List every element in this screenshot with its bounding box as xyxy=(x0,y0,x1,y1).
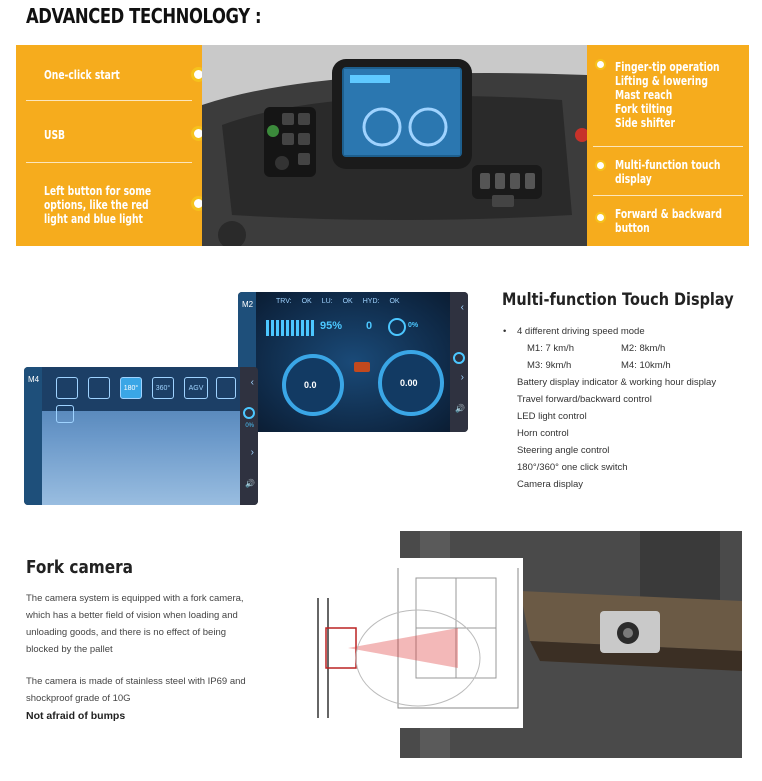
label-one-click-start: One-click start xyxy=(44,68,120,82)
left-mode-bar xyxy=(24,367,42,505)
callout-dot xyxy=(595,59,606,70)
label-fwd-back-1: Forward & backward xyxy=(615,207,722,221)
speed-row: M3: 9km/h M4: 10km/h xyxy=(503,357,753,374)
status-hyd-ok: OK xyxy=(389,298,400,305)
feature-list: 4 different driving speed mode M1: 7 km/… xyxy=(503,323,753,493)
paragraph-line: shockproof grade of 10G xyxy=(26,693,131,704)
status-trv-ok: OK xyxy=(301,298,312,305)
label-usb: USB xyxy=(44,128,66,142)
mode-indicator: M4 xyxy=(28,375,40,384)
control-panel-illustration xyxy=(202,45,587,246)
chevron-left-icon[interactable]: ‹ xyxy=(460,302,464,313)
paragraph-line: The camera is made of stainless steel wi… xyxy=(26,676,246,687)
status-lu-ok: OK xyxy=(342,298,353,305)
camera-screen-area: 180° 360° AGV xyxy=(42,367,240,505)
status-lu: LU: xyxy=(321,298,333,305)
speed-m1: M1: 7 km/h xyxy=(527,343,574,354)
speed-gauge-value: 0.0 xyxy=(304,380,317,390)
divider xyxy=(26,162,192,163)
chevron-right-icon[interactable]: › xyxy=(250,447,254,458)
feature-item: 180°/360° one click switch xyxy=(517,462,628,473)
label-finger-tip-5: Side shifter xyxy=(615,116,676,130)
settings-icon[interactable] xyxy=(56,405,74,423)
label-finger-tip-1: Finger-tip operation xyxy=(615,60,720,74)
label-touch-display-1: Multi-function touch xyxy=(615,158,721,172)
warning-badge xyxy=(354,362,370,372)
hours-value: 0 xyxy=(366,320,373,332)
chevron-right-icon[interactable]: › xyxy=(460,372,464,383)
battery-bar xyxy=(266,320,316,336)
touch-display-main-screen: M2 TRV: OK LU: OK HYD: OK 95% 0 0% 0.0 0… xyxy=(238,292,468,432)
label-left-button-2: options, like the red xyxy=(44,198,149,212)
camera-field-of-view-diagram xyxy=(308,558,523,728)
speed-gauge: 0.0 xyxy=(282,354,344,416)
label-finger-tip-4: Fork tilting xyxy=(615,102,673,116)
mode-indicator: M2 xyxy=(242,300,254,309)
label-left-button-3: light and blue light xyxy=(44,212,143,226)
feature-item: Camera display xyxy=(517,479,583,490)
speed-m2: M2: 8km/h xyxy=(621,343,666,354)
label-fwd-back-2: button xyxy=(615,221,650,235)
feature-item: LED light control xyxy=(517,411,587,422)
menu-circle-icon[interactable] xyxy=(453,352,465,364)
divider xyxy=(26,100,192,101)
feature-item: 4 different driving speed mode xyxy=(503,323,753,340)
camera-grid-icon[interactable] xyxy=(88,377,110,399)
feature-item: Battery display indicator & working hour… xyxy=(517,377,717,388)
control-panel-photo xyxy=(202,45,587,246)
chevron-left-icon[interactable]: ‹ xyxy=(250,377,254,388)
paragraph-line: unloading goods, and there is no effect … xyxy=(26,627,227,638)
section-title-fork-camera: Fork camera xyxy=(26,557,133,578)
fork-camera-paragraph-2: The camera is made of stainless steel wi… xyxy=(26,673,276,707)
rotate-360-button[interactable]: 360° xyxy=(152,377,174,399)
right-menu-bar xyxy=(240,367,258,505)
menu-circle-icon[interactable] xyxy=(243,407,255,419)
section-title-touch-display: Multi-function Touch Display xyxy=(502,290,734,310)
main-screen-area: TRV: OK LU: OK HYD: OK 95% 0 0% 0.0 0.00 xyxy=(256,292,450,432)
status-hyd: HYD: xyxy=(362,298,380,305)
feature-item: Travel forward/backward control xyxy=(517,394,652,405)
battery-percent: 95% xyxy=(320,320,343,332)
feature-item: Steering angle control xyxy=(517,445,610,456)
speed-m3: M3: 9km/h xyxy=(527,360,572,371)
agv-button[interactable]: AGV xyxy=(184,377,208,399)
throttle-value: 0% xyxy=(408,322,419,329)
speaker-icon[interactable]: 🔊 xyxy=(245,479,255,488)
fork-camera-paragraph-1: The camera system is equipped with a for… xyxy=(26,590,276,658)
light-icon[interactable] xyxy=(56,377,78,399)
right-callout-panel: Finger-tip operation Lifting & lowering … xyxy=(587,45,749,246)
speed-m4: M4: 10km/h xyxy=(621,360,671,371)
fork-camera-tagline: Not afraid of bumps xyxy=(26,710,126,722)
status-trv: TRV: xyxy=(276,298,292,305)
callout-dot xyxy=(595,212,606,223)
divider xyxy=(593,146,743,147)
paragraph-line: blocked by the pallet xyxy=(26,644,113,655)
speed-row: M1: 7 km/h M2: 8km/h xyxy=(503,340,753,357)
divider xyxy=(593,195,743,196)
rotate-180-button[interactable]: 180° xyxy=(120,377,142,399)
paragraph-line: The camera system is equipped with a for… xyxy=(26,593,244,604)
percent-readout: 0% xyxy=(245,423,254,429)
feature-item: Horn control xyxy=(517,428,569,439)
label-touch-display-2: display xyxy=(615,172,652,186)
section-title-advanced-technology: ADVANCED TECHNOLOGY : xyxy=(26,4,262,28)
throttle-icon xyxy=(388,318,406,336)
status-bar: TRV: OK LU: OK HYD: OK xyxy=(276,298,400,305)
fork-camera-diagram xyxy=(308,558,523,728)
paragraph-line: which has a better field of vision when … xyxy=(26,610,238,621)
label-finger-tip-2: Lifting & lowering xyxy=(615,74,708,88)
speaker-icon[interactable]: 🔊 xyxy=(455,404,465,413)
callout-dot xyxy=(595,160,606,171)
steering-gauge-value: 0.00 xyxy=(400,378,418,388)
left-callout-panel: One-click start USB Left button for some… xyxy=(16,45,206,246)
video-icon[interactable] xyxy=(216,377,236,399)
label-left-button-1: Left button for some xyxy=(44,184,152,198)
label-finger-tip-3: Mast reach xyxy=(615,88,673,102)
touch-display-camera-screen: M4 180° 360° AGV 0% › ‹ 🔊 xyxy=(24,367,258,505)
steering-gauge: 0.00 xyxy=(378,350,444,416)
